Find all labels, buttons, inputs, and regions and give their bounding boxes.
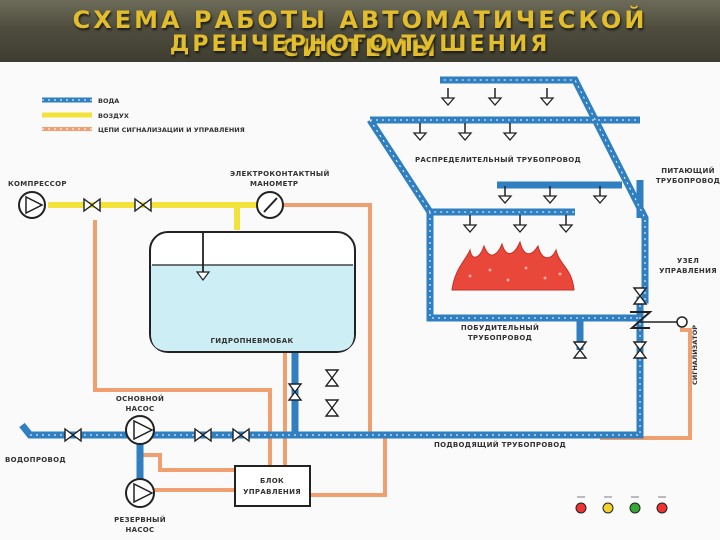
tank-check-valve-bottom[interactable]	[325, 399, 339, 417]
water-pipes-dots	[30, 79, 646, 436]
drencher-nozzle-icon	[503, 122, 517, 141]
control-node-label-1: УЗЕЛ	[677, 257, 699, 265]
signalizer: СИГНАЛИЗАТОР	[640, 316, 699, 385]
control-node-spring	[629, 311, 653, 329]
control-block-label-2: УПРАВЛЕНИЯ	[243, 488, 301, 496]
compressor: КОМПРЕССОР	[8, 180, 67, 219]
legend-water-label: ВОДА	[98, 97, 119, 105]
distribution-pipe-label: РАСПРЕДЕЛИТЕЛЬНЫЙ ТРУБОПРОВОД	[415, 155, 581, 164]
drencher-nozzle-icon	[513, 214, 527, 233]
legend-air-label: ВОЗДУХ	[98, 112, 129, 120]
main-pump: ОСНОВНОЙ НАСОС	[116, 394, 164, 445]
control-node-label-2: УПРАВЛЕНИЯ	[659, 267, 717, 275]
motivating-valve[interactable]	[573, 341, 587, 359]
indicator-lamp-icon	[629, 502, 641, 514]
drencher-nozzle-icon	[488, 87, 502, 106]
reserve-pump: РЕЗЕРВНЫЙ НАСОС	[114, 478, 166, 534]
title-line-2: ДРЕНЧЕРНОГО ТУШЕНИЯ	[169, 32, 551, 57]
control-block-label-1: БЛОК	[260, 477, 284, 485]
schematic-panel	[0, 62, 720, 540]
flame-icon	[451, 240, 575, 291]
air-line	[48, 202, 258, 230]
manometer-label-2: МАНОМЕТР	[250, 180, 298, 188]
air-valve-1[interactable]	[83, 198, 101, 212]
legend-signal-label: ЦЕПИ СИГНАЛИЗАЦИИ И УПРАВЛЕНИЯ	[98, 126, 245, 134]
air-valve-2[interactable]	[134, 198, 152, 212]
hydropneumatic-tank: ГИДРОПНЕВМОБАК	[149, 231, 356, 353]
tank-valve[interactable]	[288, 383, 302, 401]
drencher-nozzle-icon	[458, 122, 472, 141]
signalizer-label: СИГНАЛИЗАТОР	[691, 325, 699, 385]
indicator-lamp-icon	[656, 502, 668, 514]
main-pump-label-1: ОСНОВНОЙ	[116, 394, 164, 403]
drencher-nozzle-icon	[413, 122, 427, 141]
title-line-1: СХЕМА РАБОТЫ АВТОМАТИЧЕСКОЙ СИСТЕМЫ	[72, 6, 648, 62]
reserve-pump-label-1: РЕЗЕРВНЫЙ	[114, 515, 166, 524]
reserve-pump-label-2: НАСОС	[125, 526, 154, 534]
inlet-valve[interactable]	[64, 428, 82, 442]
drencher-nozzle-icon	[543, 185, 557, 204]
legend: ВОДА ВОЗДУХ ЦЕПИ СИГНАЛИЗАЦИИ И УПРАВЛЕН…	[42, 97, 245, 134]
control-block: БЛОК УПРАВЛЕНИЯ	[234, 465, 311, 507]
indicator-lamp-icon	[602, 502, 614, 514]
feeding-pipe-label-1: ПИТАЮЩИЙ	[661, 166, 715, 175]
motivating-pipe-label-2: ТРУБОПРОВОД	[468, 334, 532, 342]
compressor-label: КОМПРЕССОР	[8, 180, 67, 188]
motivating-pipe-label-1: ПОБУДИТЕЛЬНЫЙ	[461, 323, 539, 332]
manometer-label-1: ЭЛЕКТРОКОНТАКТНЫЙ	[230, 169, 330, 178]
main-pump-label-2: НАСОС	[125, 405, 154, 413]
title-banner: СХЕМА РАБОТЫ АВТОМАТИЧЕСКОЙ СИСТЕМЫ ДРЕН…	[0, 0, 720, 62]
drencher-nozzle-icon	[498, 185, 512, 204]
drencher-nozzle-icon	[441, 87, 455, 106]
indicator-lamp-icon	[575, 502, 587, 514]
drencher-nozzle-icon	[593, 185, 607, 204]
drencher-nozzle-icon	[463, 214, 477, 233]
pump-valve-1[interactable]	[194, 428, 212, 442]
tank-label: ГИДРОПНЕВМОБАК	[210, 337, 293, 345]
gauge-icon: ЭЛЕКТРОКОНТАКТНЫЙ МАНОМЕТР	[230, 169, 330, 219]
tank-check-valve-top[interactable]	[325, 369, 339, 387]
supply-pipe-label: ПОДВОДЯЩИЙ ТРУБОПРОВОД	[434, 440, 566, 449]
pump-valve-2[interactable]	[232, 428, 250, 442]
drencher-nozzle-icon	[559, 214, 573, 233]
feeding-pipe-label-2: ТРУБОПРОВОД	[656, 177, 720, 185]
drencher-nozzle-icon	[540, 87, 554, 106]
control-node-valve-bottom[interactable]	[633, 341, 647, 359]
indicator-lamps	[575, 496, 668, 514]
water-supply-label: ВОДОПРОВОД	[5, 456, 66, 464]
